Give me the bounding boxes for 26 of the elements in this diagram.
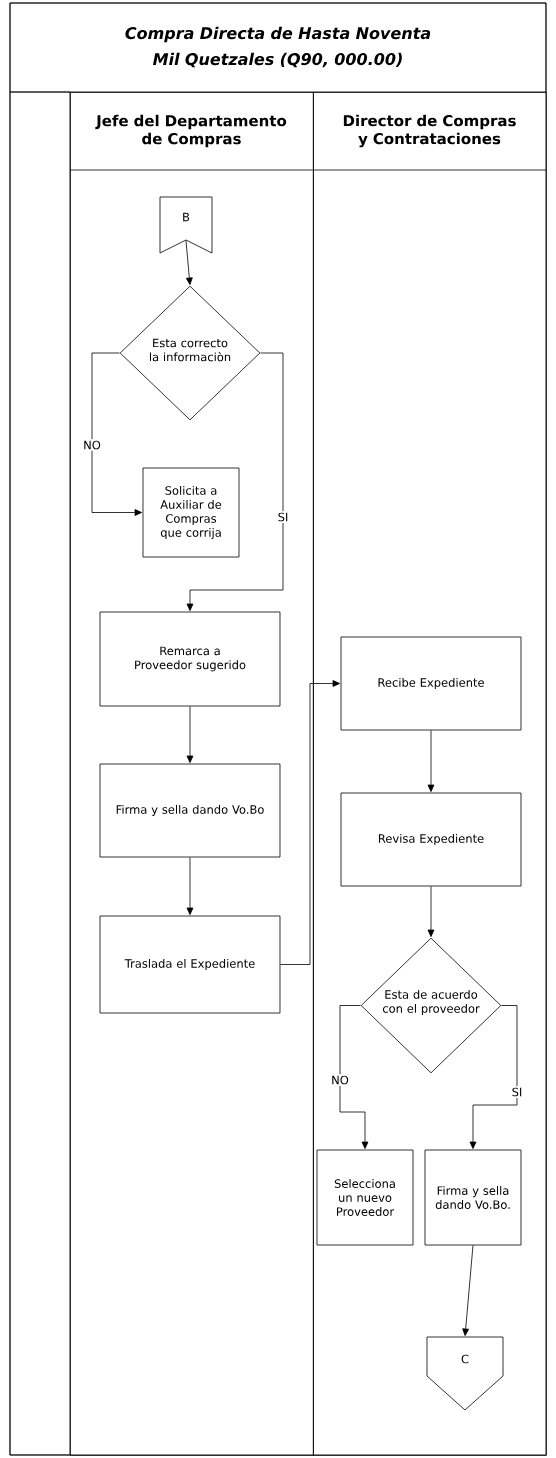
offpage-connector: C (426, 1336, 504, 1411)
process-box: Solicita a Auxiliar de Compras que corrija (142, 467, 240, 558)
arrow (339, 1005, 369, 1149)
edge-label: NO (81, 439, 103, 451)
process-box: Selecciona un nuevo Proveedor (316, 1149, 414, 1246)
arrow (462, 1245, 474, 1336)
process-box: Revisa Expediente (340, 792, 522, 887)
process-box: Recibe Expediente (340, 636, 522, 731)
edge-label: SI (276, 511, 290, 523)
arrow (427, 730, 435, 792)
process-box: Remarca a Proveedor sugerido (99, 611, 281, 707)
edge-label: SI (510, 1086, 524, 1098)
arrow (427, 886, 435, 937)
title: Compra Directa de Hasta Noventa Mil Quetzales (Q90, 000.00) (125, 26, 431, 68)
process-box: Traslada el Expediente (99, 915, 281, 1014)
arrow (280, 680, 340, 965)
arrow (186, 352, 284, 611)
arrow (186, 706, 194, 763)
arrow (185, 240, 193, 285)
process-box: Firma y sella dando Vo.Bo. (424, 1149, 522, 1246)
offpage-connector: B (159, 196, 213, 254)
process-box: Firma y sella dando Vo.Bo (99, 763, 281, 858)
arrow (186, 857, 194, 915)
arrow (91, 352, 142, 516)
arrow (469, 1005, 518, 1149)
edge-label: NO (329, 1074, 351, 1086)
